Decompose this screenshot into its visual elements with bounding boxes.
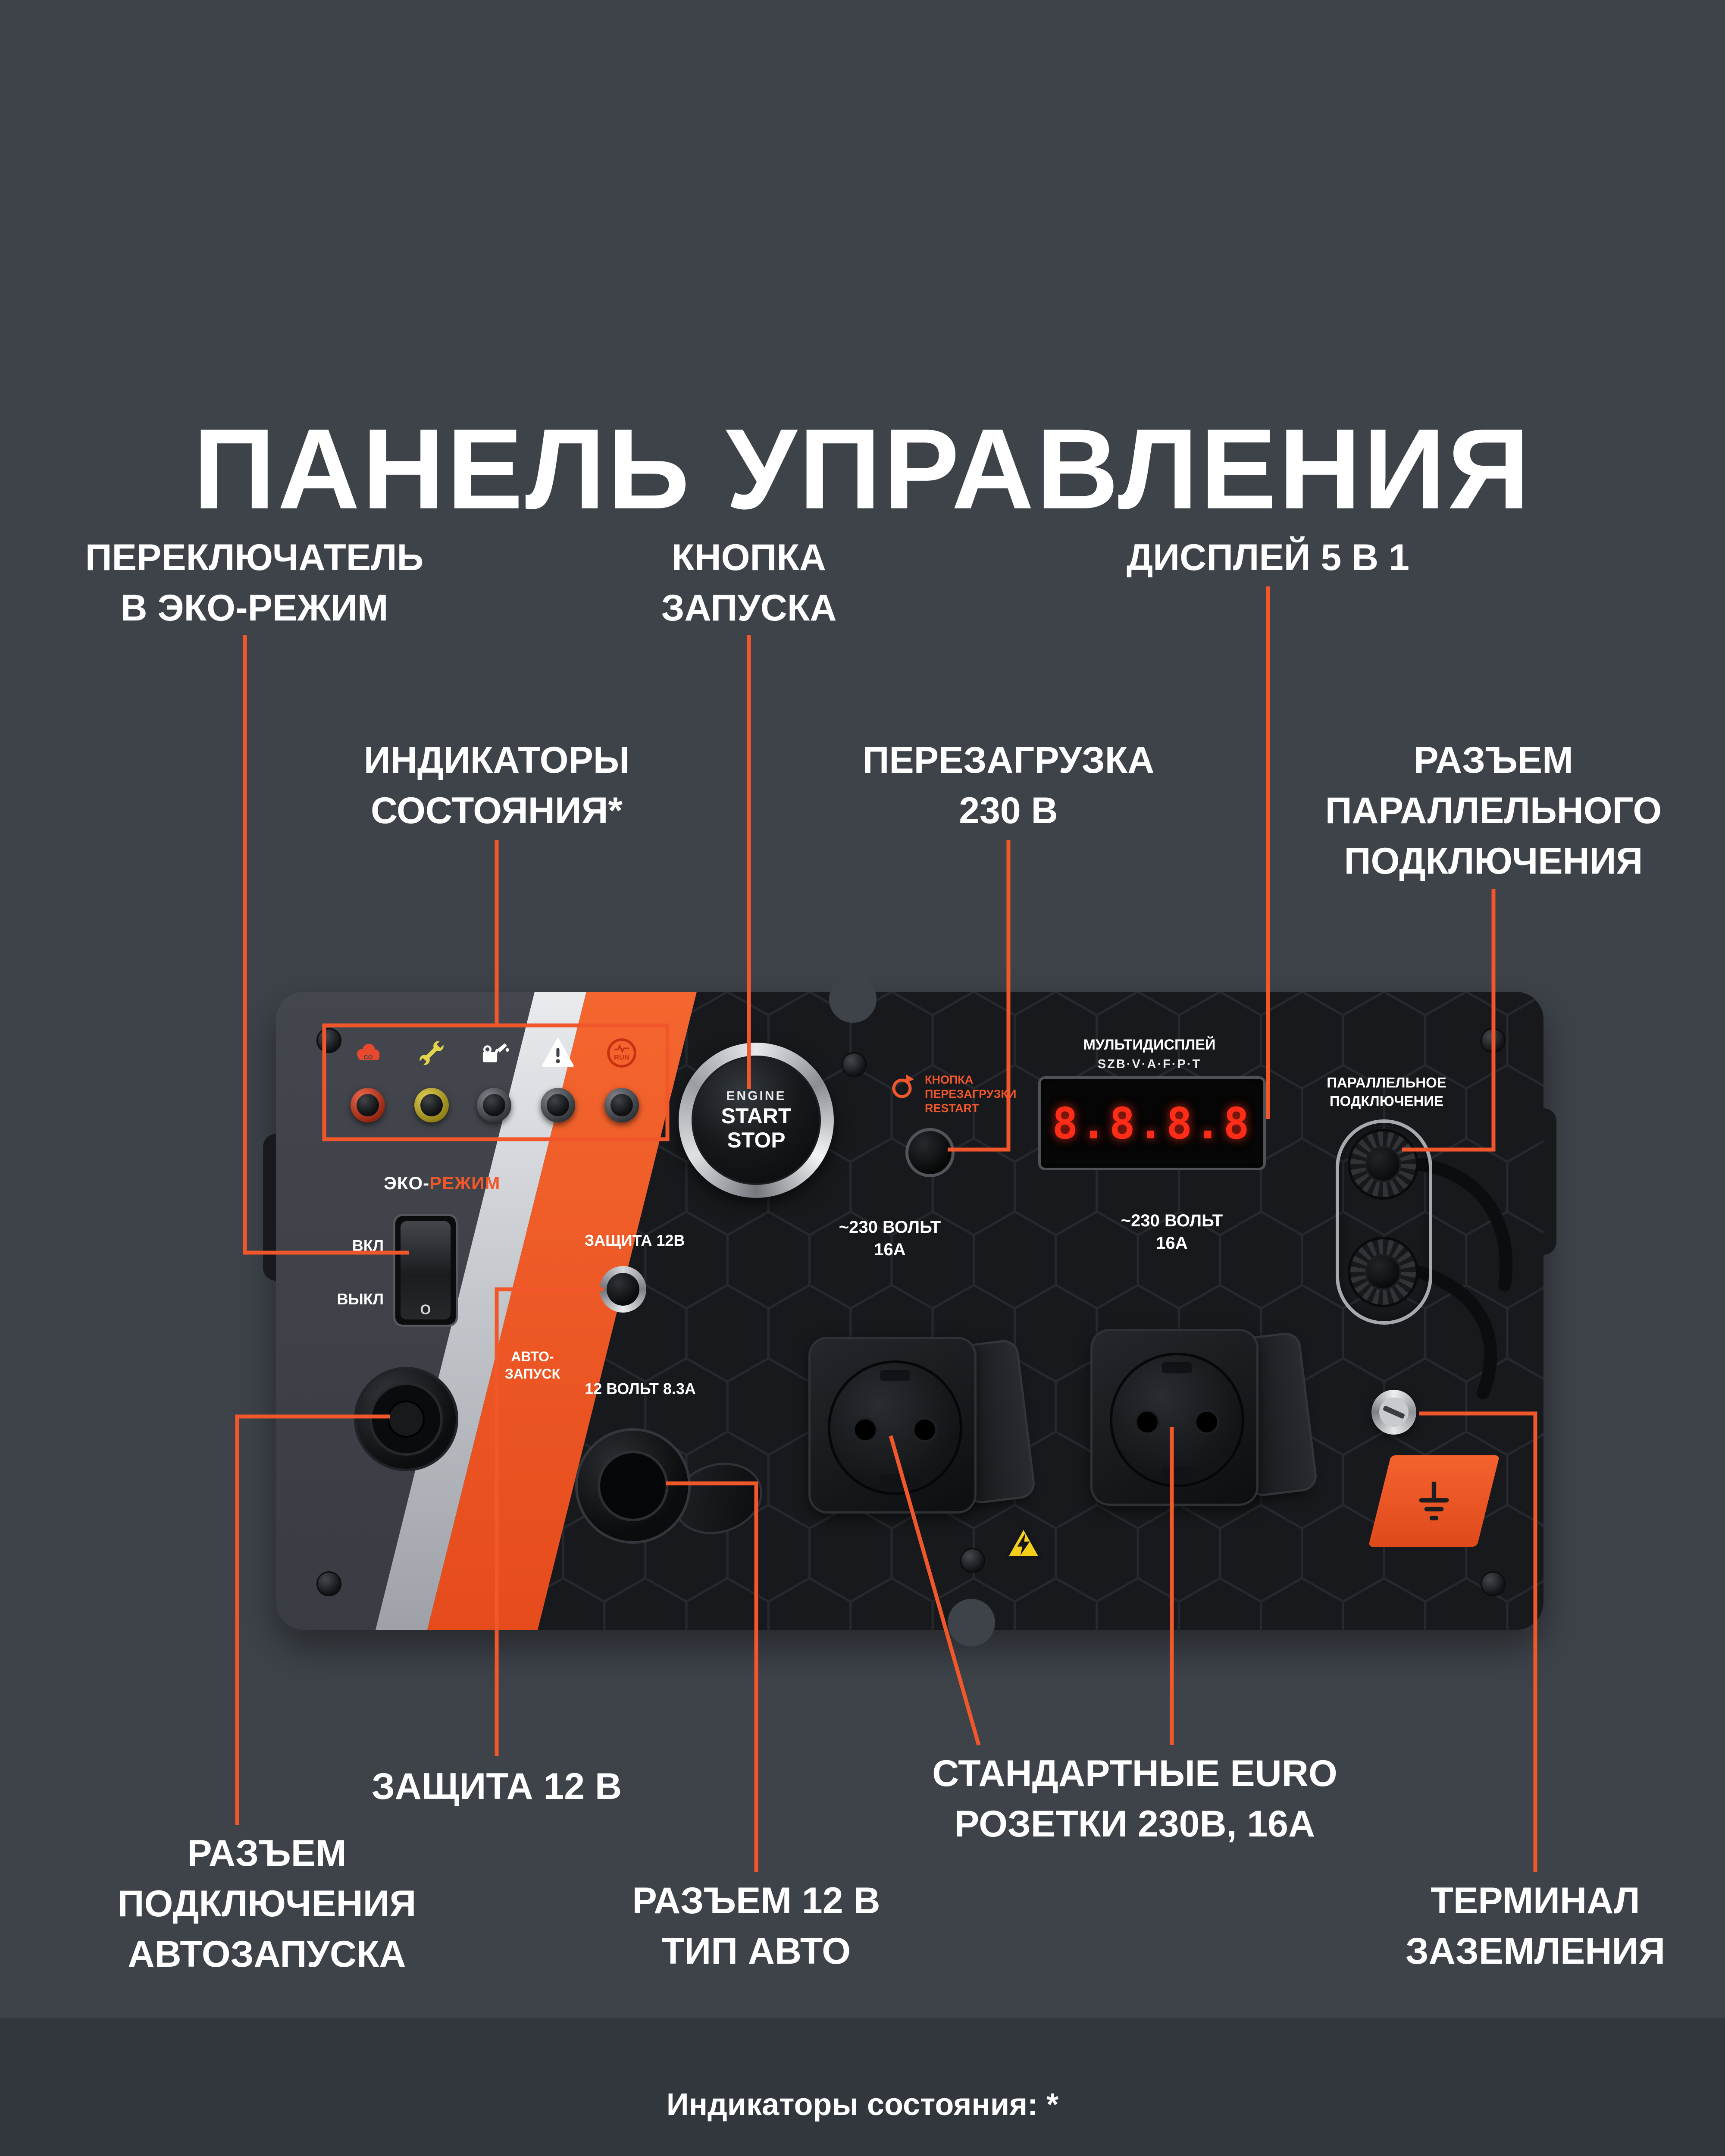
- callout-eco-mode-switch: ПЕРЕКЛЮЧАТЕЛЬ В ЭКО-РЕЖИМ: [85, 537, 424, 629]
- multidisplay-digits: 8.8.8.8: [1052, 1098, 1252, 1149]
- callout-parallel-connection: РАЗЪЕМ ПАРАЛЛЕЛЬНОГО ПОДКЛЮЧЕНИЯ: [1325, 740, 1662, 882]
- callout-ground-terminal: ТЕРМИНАЛ ЗАЗЕМЛЕНИЯ: [1405, 1880, 1666, 1972]
- callout-autostart-socket: РАЗЪЕМ ПОДКЛЮЧЕНИЯ АВТОЗАПУСКА: [117, 1833, 416, 1975]
- callout-euro-sockets: СТАНДАРТНЫЕ EURO РОЗЕТКИ 230В, 16А: [932, 1753, 1337, 1845]
- callout-display-5in1: ДИСПЛЕЙ 5 В 1: [1127, 537, 1409, 578]
- callout-status-indicators: ИНДИКАТОРЫ СОСТОЯНИЯ*: [363, 740, 630, 831]
- engine-button-text: START: [721, 1104, 792, 1128]
- ground-terminal-screw: [1371, 1390, 1416, 1435]
- ground-flag: [1368, 1455, 1500, 1547]
- protection-12v-label: ЗАЩИТА 12В: [584, 1232, 685, 1249]
- engine-button-text: ENGINE: [726, 1089, 786, 1103]
- legend-title: Индикаторы состояния: *: [666, 2087, 1059, 2122]
- control-panel: ENGINE START STOP ЭКО-РЕЖИМ ВКЛ ВЫКЛ O З…: [263, 975, 1556, 1646]
- multidisplay-face: 8.8.8.8: [1049, 1087, 1255, 1160]
- engine-button-text: STOP: [727, 1128, 786, 1152]
- switch-off-label: ВЫКЛ: [337, 1290, 384, 1308]
- terminal-wires: [1412, 1158, 1513, 1399]
- callout-start-button: КНОПКА ЗАПУСКА: [661, 537, 837, 629]
- parallel-terminal-top: [1348, 1129, 1418, 1200]
- rocker-face: [401, 1221, 451, 1319]
- multidisplay-screen: 8.8.8.8: [1038, 1076, 1266, 1170]
- eco-rocker-switch: O: [393, 1214, 458, 1327]
- outlet-left-label: ~230 ВОЛЬТ 16А: [839, 1218, 941, 1259]
- panel-screw: [842, 1052, 867, 1077]
- euro-outlet-right: [1090, 1329, 1259, 1506]
- legend-strip: Индикаторы состояния: * Индикатор масла …: [0, 2018, 1725, 2156]
- high-voltage-sticker: [1005, 1525, 1043, 1560]
- panel-top-notch: [829, 975, 877, 1023]
- protection-12v-breaker: [600, 1266, 646, 1313]
- ground-symbol-icon: [1410, 1477, 1458, 1525]
- callout-protection-12v: ЗАЩИТА 12 В: [371, 1766, 622, 1807]
- multidisplay-units: SZB·V·A·F·P·T: [1097, 1057, 1202, 1071]
- rocker-mark: O: [420, 1302, 431, 1317]
- callout-socket-12v-auto: РАЗЪЕМ 12 В ТИП АВТО: [632, 1880, 880, 1972]
- parallel-terminal-bottom: [1348, 1237, 1418, 1307]
- page-title: ПАНЕЛЬ УПРАВЛЕНИЯ: [193, 405, 1532, 533]
- reset-230v-button: [905, 1128, 955, 1177]
- outlet-right-label: ~230 ВОЛЬТ 16А: [1121, 1211, 1223, 1253]
- multidisplay-label: МУЛЬТИДИСПЛЕЙ: [1083, 1037, 1216, 1053]
- parallel-terminal-frame: [1336, 1119, 1432, 1325]
- engine-button-face: ENGINE START STOP: [692, 1056, 821, 1185]
- callout-reset-230v: ПЕРЕЗАГРУЗКА 230 В: [862, 740, 1155, 831]
- engine-start-stop-button: ENGINE START STOP: [679, 1043, 834, 1198]
- outlet-face: [1110, 1353, 1244, 1487]
- eco-label-suffix: РЕЖИМ: [429, 1173, 501, 1193]
